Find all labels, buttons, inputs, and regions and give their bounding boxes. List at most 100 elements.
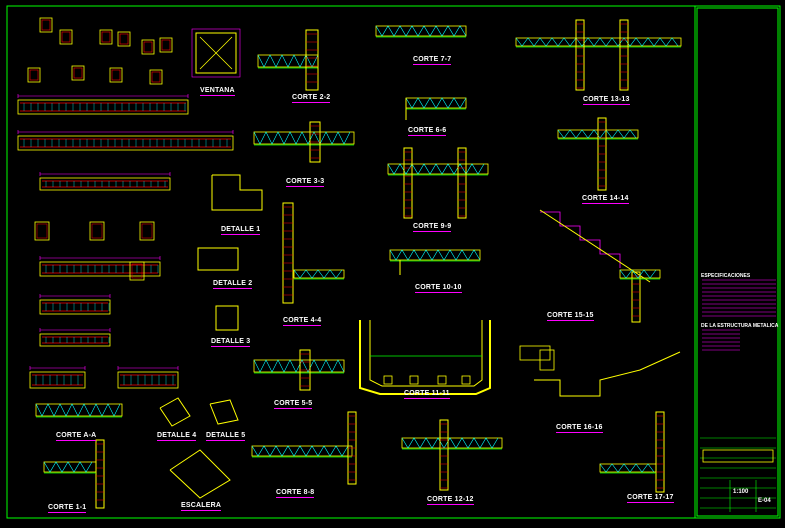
small-section xyxy=(27,67,41,83)
detalle-2-shape xyxy=(197,247,239,271)
title-block-logo xyxy=(702,449,774,463)
wall-corte-4-4 xyxy=(282,202,294,304)
outer-border xyxy=(6,5,781,519)
title-block-sheet-number: E-04 xyxy=(758,498,771,504)
beam-cross-rebar xyxy=(91,223,103,239)
joist-web xyxy=(557,129,637,139)
label-corte-10-10: CORTE 10-10 xyxy=(415,284,462,293)
window-diagonal xyxy=(199,36,233,70)
title-block-subheading: DE LA ESTRUCTURA METALICA xyxy=(701,323,779,329)
column-corte-9-9b xyxy=(457,147,467,219)
joist-web xyxy=(401,437,499,449)
joist-web xyxy=(257,54,319,68)
small-section xyxy=(149,69,163,85)
slab-corte-8-8 xyxy=(251,445,353,457)
tank-floor-box xyxy=(383,375,393,385)
label-escalera: ESCALERA xyxy=(181,502,222,511)
small-section xyxy=(71,65,85,81)
column-corte-17-17 xyxy=(655,411,665,493)
beam-cross-rebar xyxy=(131,263,143,279)
small-section-rebar xyxy=(29,69,39,81)
landing-corte-15-15 xyxy=(619,269,661,279)
small-section xyxy=(99,29,113,45)
detalle-3-shape xyxy=(215,305,239,331)
joist-web xyxy=(253,359,345,373)
slab-corte-5-5 xyxy=(253,359,345,373)
tank-wall-outer xyxy=(359,320,491,395)
label-detalle-5: DETALLE 5 xyxy=(206,432,246,441)
label-corte-2-2: CORTE 2-2 xyxy=(292,94,331,103)
label-corte-12-12: CORTE 12-12 xyxy=(427,496,474,505)
stair-support-16-16b xyxy=(519,345,551,361)
slab-corte-17-17 xyxy=(599,463,657,473)
label-corte-5-5: CORTE 5-5 xyxy=(274,400,313,409)
label-corte-14-14: CORTE 14-14 xyxy=(582,195,629,204)
small-section xyxy=(117,31,131,47)
column-corte-1-1 xyxy=(95,439,105,509)
detail-drawings-layer xyxy=(17,17,776,512)
label-corte-8-8: CORTE 8-8 xyxy=(276,489,315,498)
column-corte-13-13b xyxy=(619,19,629,91)
tank-floor-box xyxy=(437,375,447,385)
window-frame xyxy=(195,32,237,74)
beam-elevation-v4 xyxy=(39,261,161,277)
title-block-frame xyxy=(696,7,779,517)
stair-profile-16-16 xyxy=(534,351,681,397)
slab-corte-12-12 xyxy=(401,437,503,449)
tank-wall-inner xyxy=(369,320,483,387)
joist-web xyxy=(43,461,93,473)
label-detalle-2: DETALLE 2 xyxy=(213,280,253,289)
small-section-rebar xyxy=(161,39,171,51)
slab-corte-a-a xyxy=(35,403,123,417)
label-corte-13-13: CORTE 13-13 xyxy=(583,96,630,105)
label-corte-6-6: CORTE 6-6 xyxy=(408,127,447,136)
slab-corte-10-10 xyxy=(389,249,481,261)
joist-web xyxy=(387,163,485,175)
beam-elevation-v6 xyxy=(39,333,111,347)
small-section-rebar xyxy=(119,33,129,45)
beam-elevation-v3 xyxy=(39,177,171,191)
joist-web xyxy=(293,269,343,279)
small-section-rebar xyxy=(151,71,161,83)
tank-floor-box xyxy=(461,375,471,385)
small-section xyxy=(109,67,123,83)
small-section-rebar xyxy=(111,69,121,81)
title-block-scale: 1:100 xyxy=(733,489,749,495)
beam-cross-section xyxy=(129,261,145,281)
beam-elevation-v5 xyxy=(39,299,111,315)
label-corte-17-17: CORTE 17-17 xyxy=(627,494,674,503)
small-section-rebar xyxy=(73,67,83,79)
wall-corte-2-2 xyxy=(305,29,319,91)
beam-elevation-v8 xyxy=(117,371,179,389)
small-section xyxy=(141,39,155,55)
joist-web xyxy=(375,25,467,37)
joist-web xyxy=(599,463,655,473)
beam-cross-section xyxy=(34,221,50,241)
small-section-rebar xyxy=(61,31,71,43)
detalle-1-shape xyxy=(211,174,263,211)
beam-cross-rebar xyxy=(36,223,48,239)
label-corte-a-a: CORTE A-A xyxy=(56,432,97,441)
small-section xyxy=(39,17,53,33)
title-block-notes-heading: ESPECIFICACIONES xyxy=(701,273,751,279)
beam-elevation-v2 xyxy=(17,135,234,151)
small-section-rebar xyxy=(101,31,111,43)
joist-web xyxy=(405,97,467,109)
beam-elevation-v1 xyxy=(17,99,189,115)
label-corte-16-16: CORTE 16-16 xyxy=(556,424,603,433)
column-corte-9-9a xyxy=(403,147,413,219)
label-detalle-3: DETALLE 3 xyxy=(211,338,251,347)
slab-corte-9-9 xyxy=(387,163,489,175)
slab-corte-1-1 xyxy=(43,461,97,473)
slab-corte-4-4 xyxy=(293,269,345,279)
label-corte-1-1: CORTE 1-1 xyxy=(48,504,87,513)
beam-cross-section xyxy=(89,221,105,241)
joist-web xyxy=(619,269,657,279)
joist-web xyxy=(35,403,121,417)
label-corte-7-7: CORTE 7-7 xyxy=(413,56,452,65)
column-corte-12-12 xyxy=(439,419,449,491)
slab-corte-7-7 xyxy=(375,25,467,37)
joist-web xyxy=(389,249,481,261)
